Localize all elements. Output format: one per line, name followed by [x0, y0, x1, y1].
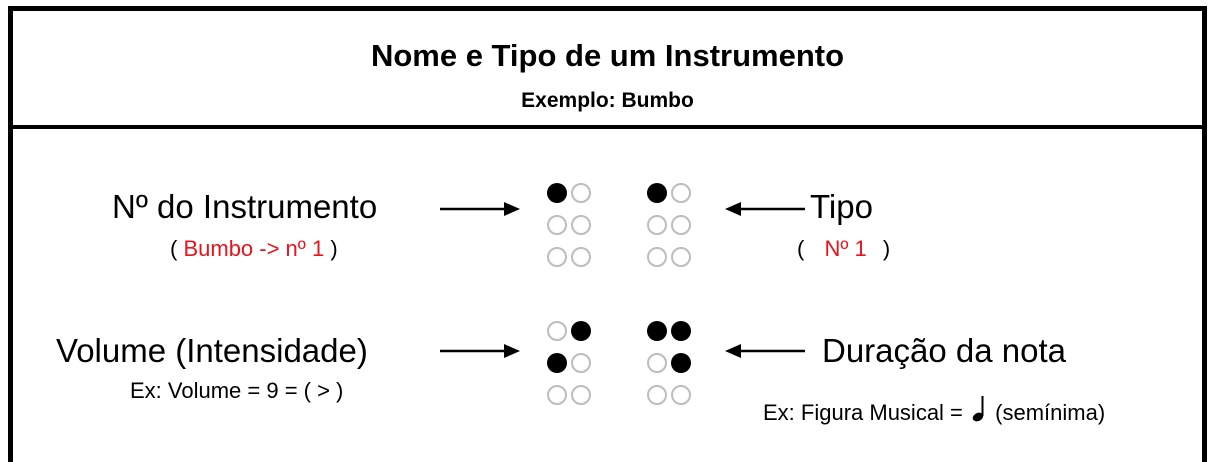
braille-dot-empty	[647, 353, 667, 373]
braille-dot-empty	[547, 215, 567, 235]
type-note-open: (	[797, 236, 805, 261]
duration-cell	[647, 321, 691, 405]
instrument-number-cell	[547, 183, 591, 267]
type-note-value: Nº 1	[824, 236, 867, 261]
braille-dot-empty	[547, 247, 567, 267]
instrument-number-note: ( Bumbo -> nº 1 )	[170, 236, 338, 262]
arrow-left-icon	[725, 344, 805, 358]
instrument-number-note-close: )	[330, 236, 338, 261]
braille-dot-filled	[647, 183, 667, 203]
braille-dot-empty	[671, 247, 691, 267]
page-subtitle: Exemplo: Bumbo	[521, 89, 694, 112]
frame-border-top	[8, 6, 1207, 11]
duration-note-suffix: (semínima)	[995, 400, 1106, 425]
braille-dot-empty	[671, 215, 691, 235]
instrument-number-note-open: (	[170, 236, 178, 261]
header-divider	[8, 125, 1207, 129]
quarter-note-icon	[972, 396, 984, 422]
braille-dot-empty	[571, 183, 591, 203]
duration-label: Duração da nota	[822, 332, 1067, 369]
type-note: ( Nº 1 )	[797, 236, 890, 262]
braille-dot-empty	[571, 247, 591, 267]
duration-note: Ex: Figura Musical = (semínima)	[763, 394, 1105, 426]
braille-dot-empty	[647, 247, 667, 267]
volume-note: Ex: Volume = 9 = ( > )	[130, 378, 344, 403]
volume-label: Volume (Intensidade)	[56, 332, 368, 369]
braille-dot-empty	[647, 215, 667, 235]
braille-dot-empty	[547, 321, 567, 341]
type-cell	[647, 183, 691, 267]
volume-cell	[547, 321, 591, 405]
type-label: Tipo	[810, 188, 873, 225]
braille-dot-filled	[671, 353, 691, 373]
braille-dot-filled	[571, 321, 591, 341]
arrow-right-icon	[440, 202, 520, 216]
instrument-number-label: Nº do Instrumento	[112, 188, 378, 225]
duration-note-prefix: Ex: Figura Musical =	[763, 400, 963, 425]
instrument-number-note-value: Bumbo -> nº 1	[183, 236, 325, 261]
type-note-close: )	[882, 236, 891, 261]
braille-dot-filled	[547, 183, 567, 203]
braille-dot-empty	[547, 385, 567, 405]
braille-dot-filled	[647, 321, 667, 341]
braille-dot-empty	[671, 183, 691, 203]
braille-dot-empty	[571, 215, 591, 235]
arrow-right-icon	[440, 344, 520, 358]
frame-border-left	[8, 6, 13, 462]
braille-dot-empty	[571, 385, 591, 405]
braille-dot-filled	[671, 321, 691, 341]
arrow-left-icon	[725, 202, 805, 216]
braille-dot-empty	[647, 385, 667, 405]
braille-dot-filled	[547, 353, 567, 373]
frame-border-right	[1202, 6, 1207, 462]
page-title: Nome e Tipo de um Instrumento	[370, 38, 845, 73]
braille-dot-empty	[671, 385, 691, 405]
braille-dot-empty	[571, 353, 591, 373]
